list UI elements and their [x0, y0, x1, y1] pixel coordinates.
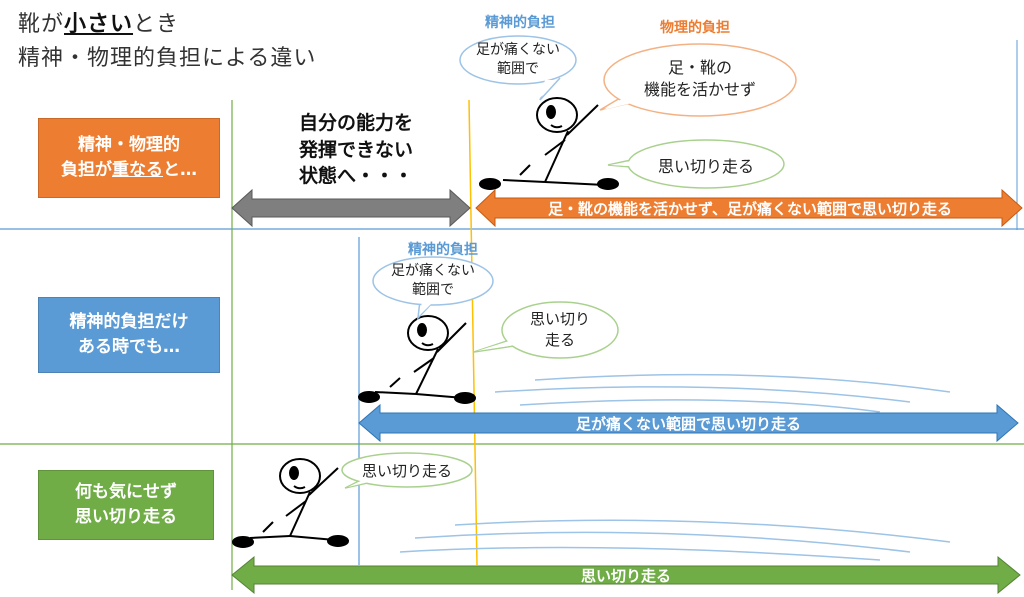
bubble-run-row2-line2: 走る — [544, 331, 575, 349]
row2-label-line2: ある時でも… — [78, 337, 180, 357]
bubble-run-row3-text: 思い切り走る — [361, 462, 452, 480]
stuck-text: 自分の能力を 発揮できない 状態へ・・・ — [256, 110, 456, 190]
row2-label: 精神的負担だけ ある時でも… — [38, 297, 220, 373]
row3-arrow — [231, 555, 1021, 595]
title-line-2: 精神・物理的負担による違い — [18, 46, 317, 71]
bubble-mental-row1-text: 足が痛くない 範囲で — [462, 41, 574, 79]
bubble-mental-row2-text: 足が痛くない 範囲で — [375, 262, 491, 300]
row1-physical-heading: 物理的負担 — [660, 20, 730, 36]
bubble-physical-row1-line2: 機能を活かせず — [643, 79, 756, 99]
row3-label: 何も気にせず 思い切り走る — [38, 470, 214, 540]
runner-row1 — [479, 97, 619, 190]
bubble-run-row1-text: 思い切り走る — [657, 157, 754, 176]
speed-lines-row2 — [494, 373, 951, 413]
bubble-mental-row1-line1: 足が痛くない — [476, 42, 560, 58]
row1-label-line2a: 負担が — [61, 160, 112, 180]
bubble-physical-row1-text: 足・靴の 機能を活かせず — [615, 57, 785, 100]
row1-label-line2b: と… — [163, 160, 197, 180]
bubble-mental-row1-line2: 範囲で — [497, 60, 539, 77]
title-post: とき — [133, 12, 180, 37]
stuck-arrow — [231, 188, 471, 228]
row1-label-line1: 精神・物理的 — [78, 135, 180, 156]
title-pre: 靴が — [18, 12, 65, 37]
row3-label-line2: 思い切り走る — [75, 507, 177, 527]
bubble-run-row2-line1: 思い切り — [529, 310, 590, 328]
bubble-mental-row1 — [459, 35, 577, 101]
stuck-text-1: 自分の能力を — [298, 112, 413, 134]
bubble-run-row3 — [341, 452, 473, 489]
row2-arrow-text: 足が痛くない範囲で思い切り走る — [575, 415, 801, 433]
bubble-run-row2-text: 思い切り 走る — [506, 309, 614, 351]
speed-lines-row3 — [399, 519, 951, 561]
row3-arrow-text: 思い切り走る — [580, 567, 671, 585]
row1-label: 精神・物理的 負担が重なると… — [38, 118, 220, 198]
bubble-physical-row1 — [599, 43, 797, 117]
bubble-mental-row2-line1: 足が痛くない — [391, 263, 475, 279]
bubble-run-row1 — [607, 139, 785, 189]
runner-row3 — [232, 458, 349, 548]
row3-label-line1: 何も気にせず — [75, 482, 177, 503]
stuck-text-3: 状態へ・・・ — [298, 165, 413, 188]
runner-row2 — [358, 315, 476, 404]
bubble-mental-row2-line2: 範囲で — [412, 281, 454, 298]
row1-label-emphasis: 重なる — [112, 160, 163, 180]
bubble-physical-row1-line1: 足・靴の — [667, 58, 732, 77]
stuck-text-2: 発揮できない — [298, 138, 413, 161]
row1-arrow-text: 足・靴の機能を活かせず、足が痛くない範囲で思い切り走る — [548, 200, 952, 218]
row1-arrow — [475, 188, 1023, 228]
title-line-1: 靴が小さいとき — [18, 6, 179, 38]
bubble-mental-row2 — [372, 256, 494, 321]
bubble-run-row2 — [473, 301, 619, 359]
row2-arrow — [358, 403, 1019, 443]
row2-label-line1: 精神的負担だけ — [69, 312, 189, 333]
vline-physical — [468, 99, 478, 566]
row2-mental-heading: 精神的負担 — [408, 242, 478, 258]
row1-mental-heading: 精神的負担 — [485, 15, 555, 31]
title-emphasis: 小さい — [64, 12, 134, 37]
